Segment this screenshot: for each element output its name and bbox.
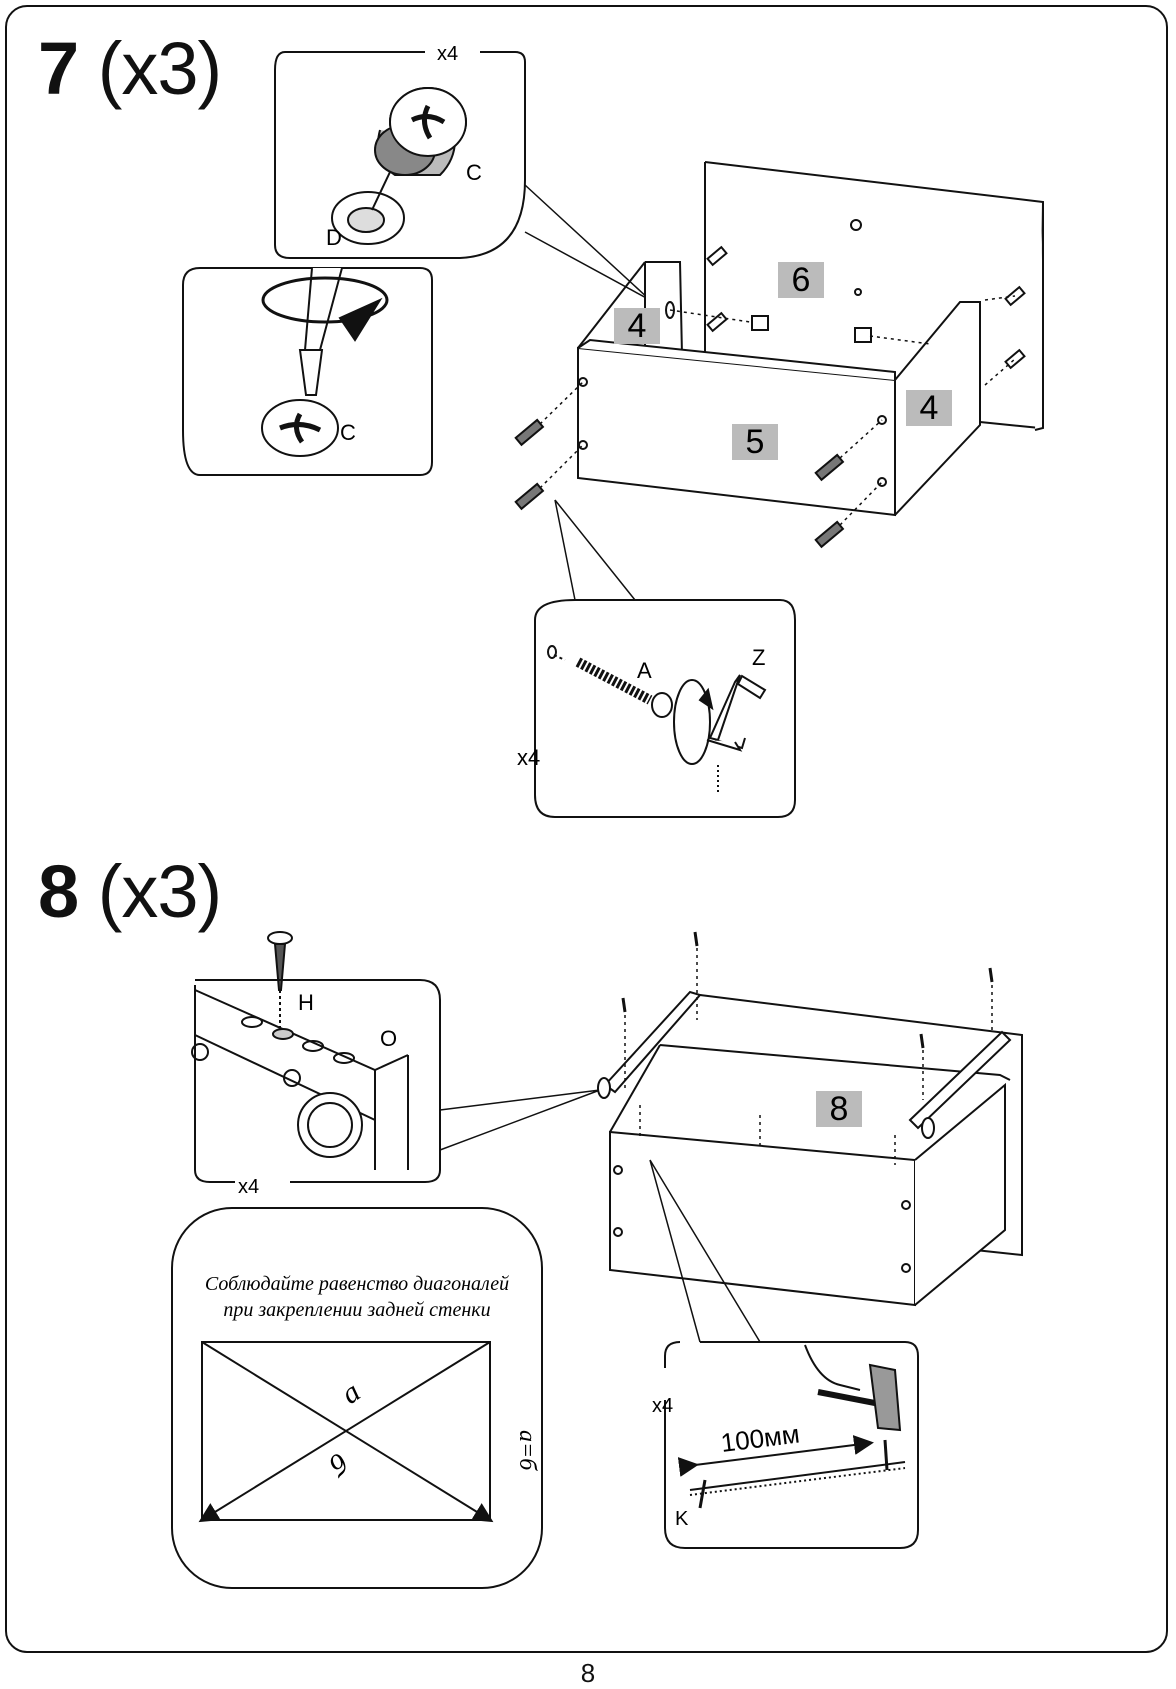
panel-5-tag bbox=[732, 424, 778, 460]
cam-label-c: C bbox=[466, 160, 482, 185]
screw-h-icon bbox=[267, 931, 293, 991]
cam-top-icon bbox=[261, 399, 339, 457]
back-panel-diagram bbox=[201, 1341, 491, 1521]
nail-distance-label: 100мм bbox=[719, 1419, 801, 1458]
step-8-number: 8 bbox=[38, 850, 79, 933]
step-8-multiplier: (x3) bbox=[97, 850, 222, 933]
cam-dowel-icon bbox=[331, 171, 405, 245]
diagonal-a-label: a bbox=[335, 1375, 366, 1411]
step-7-heading: 7 (x3) bbox=[38, 32, 222, 106]
screwdriver-label-c: C bbox=[340, 420, 356, 445]
screwdriver-icon bbox=[298, 267, 343, 396]
bolt-count-label: x4 bbox=[517, 745, 540, 770]
nail-count-label: x4 bbox=[652, 1395, 673, 1417]
screwdriver-callout bbox=[182, 267, 433, 476]
cam-fitting-icon bbox=[374, 87, 467, 176]
hammer-icon bbox=[804, 1344, 902, 1432]
panel-8-tag bbox=[816, 1091, 862, 1127]
nail-label-k: K bbox=[675, 1508, 689, 1530]
nail-callout bbox=[664, 1341, 919, 1549]
rotate-arrow-icon bbox=[261, 276, 389, 342]
step-7-multiplier: (x3) bbox=[97, 27, 222, 110]
drawer-box-step8 bbox=[597, 990, 1023, 1307]
bolt-icon bbox=[575, 657, 673, 718]
bolt-callout bbox=[534, 599, 796, 818]
panel-8-label: 8 bbox=[830, 1090, 849, 1128]
rail-label-h: H bbox=[298, 990, 314, 1015]
bolt-label-a: A bbox=[637, 658, 652, 683]
step-7-number: 7 bbox=[38, 27, 79, 110]
panel-4-left-tag bbox=[614, 308, 660, 344]
page-number: 8 bbox=[580, 1658, 596, 1688]
roller-wheel-icon bbox=[297, 1092, 363, 1158]
page-frame bbox=[5, 5, 1168, 1653]
panel-4-left-label: 4 bbox=[628, 307, 647, 345]
panel-5-label: 5 bbox=[746, 423, 765, 461]
diagonal-note-line2: при закреплении задней стенки bbox=[223, 1299, 490, 1321]
panel-6-tag bbox=[778, 262, 824, 298]
hex-key-label-z: Z bbox=[752, 645, 765, 670]
panel-6-label: 6 bbox=[792, 261, 811, 299]
cam-label-d: D bbox=[326, 225, 342, 250]
diagonal-b-label: б bbox=[322, 1446, 354, 1482]
rail-callout bbox=[191, 979, 441, 1183]
diagonal-note-line1: Соблюдайте равенство диагоналей bbox=[205, 1273, 509, 1295]
step-8-heading: 8 (x3) bbox=[38, 855, 222, 929]
hex-key-icon bbox=[673, 674, 767, 765]
dowel-icons bbox=[514, 245, 1026, 549]
diagonal-note-callout bbox=[171, 1207, 543, 1589]
screw-icons bbox=[621, 931, 994, 1049]
rail-label-o: O bbox=[380, 1026, 397, 1051]
panel-4-right-tag bbox=[906, 390, 952, 426]
cam-count-label: x4 bbox=[437, 43, 458, 65]
rail-count-label: x4 bbox=[238, 1176, 259, 1198]
diagonal-equation: a=б bbox=[514, 1430, 540, 1471]
panel-4-right-label: 4 bbox=[920, 389, 939, 427]
cam-lock-callout bbox=[274, 51, 526, 259]
